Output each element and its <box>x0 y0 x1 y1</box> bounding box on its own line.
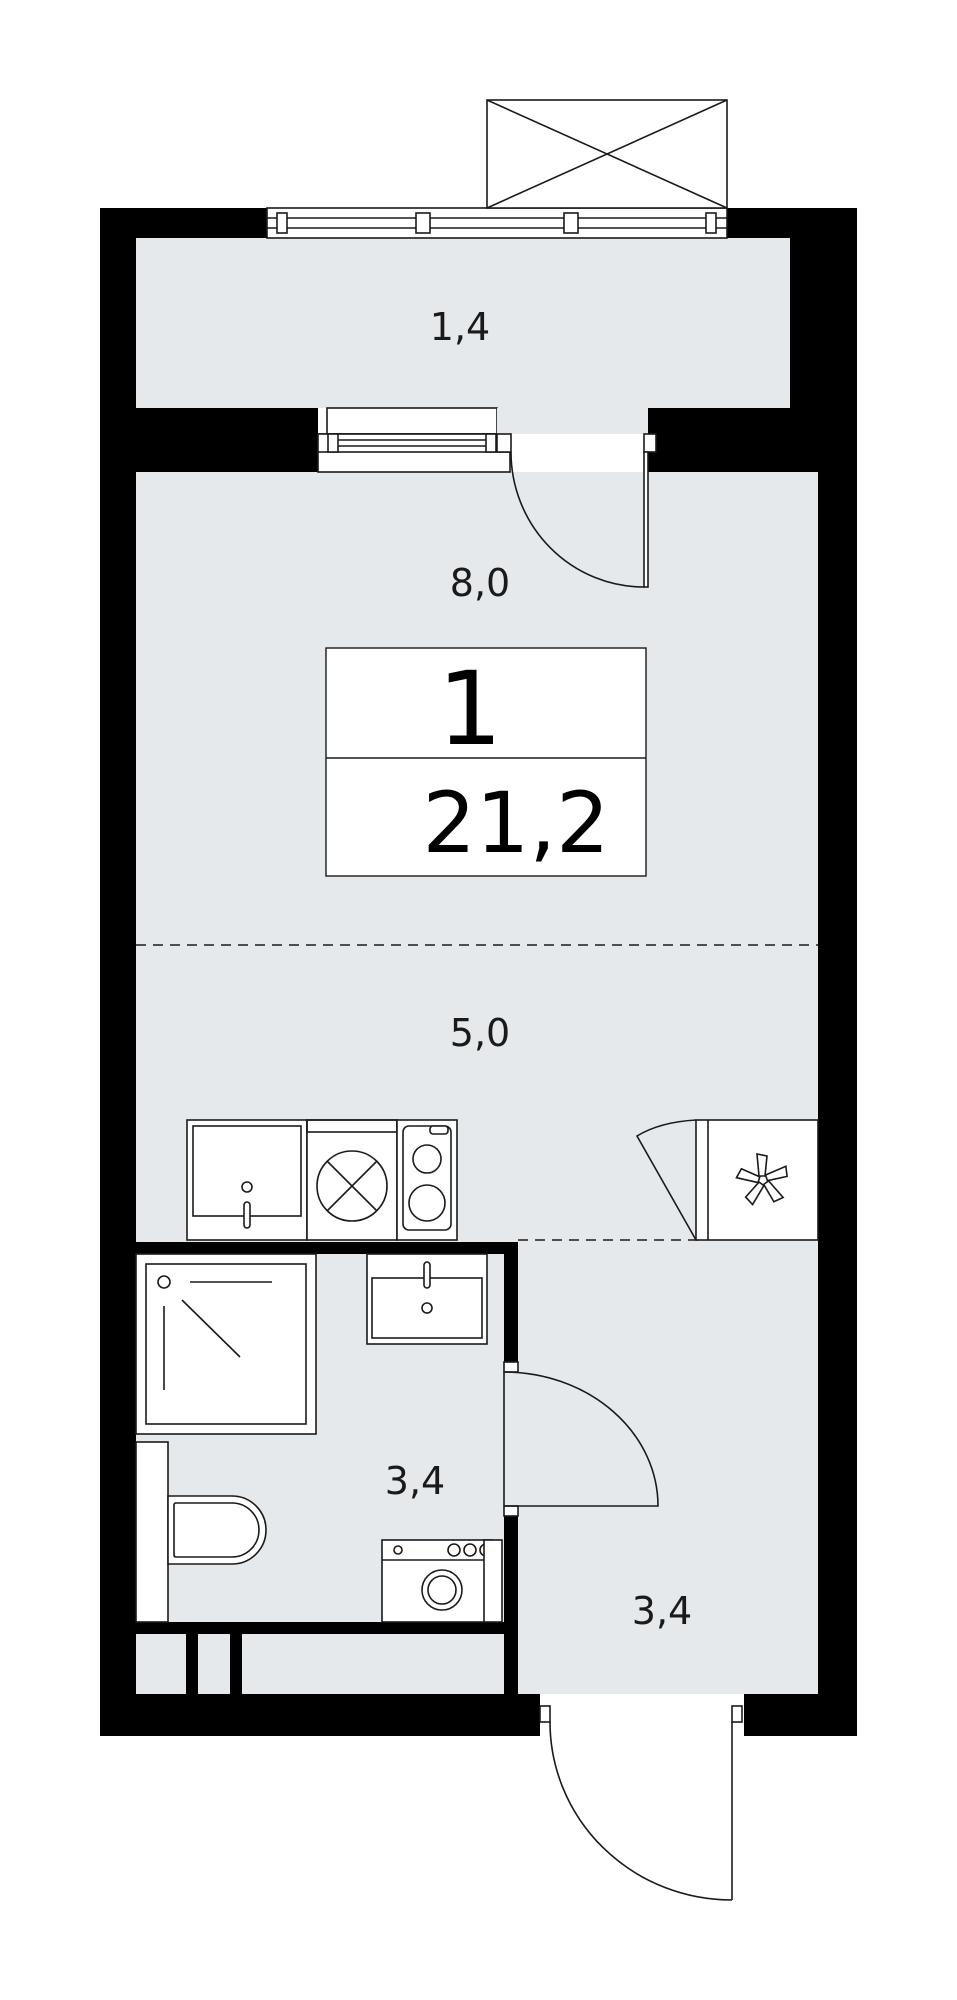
total-area: 21,2 <box>422 774 609 872</box>
door-entrance <box>539 1705 743 1901</box>
kitchen-counter <box>186 1119 458 1241</box>
wall-bottom-left <box>100 1694 540 1736</box>
wall-utility-post-1 <box>186 1634 198 1694</box>
window-room <box>317 407 511 473</box>
toilet-icon <box>167 1495 267 1565</box>
door-bathroom <box>503 1361 659 1517</box>
balcony-floor <box>134 238 790 408</box>
wall-bottom-right <box>744 1694 857 1736</box>
door-balcony <box>496 408 657 588</box>
balcony-bay <box>486 99 728 209</box>
wall-outer-right <box>818 208 857 1736</box>
toilet <box>135 1441 267 1623</box>
washing-machine <box>381 1539 503 1623</box>
wall-bathroom-right-upper <box>504 1242 518 1362</box>
wall-balcony-right-block <box>790 208 820 408</box>
wall-partition-left <box>100 408 318 472</box>
sink-icon <box>241 1181 253 1193</box>
wall-utility-post-2 <box>230 1634 242 1694</box>
ventilation-fan-icon <box>735 1153 788 1206</box>
window-icon <box>266 207 728 239</box>
window-sill-upper <box>326 407 498 435</box>
summary-box: 1 21,2 <box>325 647 647 877</box>
wall-bathroom-bottom <box>136 1622 504 1634</box>
hallway-floor <box>518 1242 818 1694</box>
window-balcony <box>266 207 728 239</box>
wall-bathroom-right-lower <box>504 1516 518 1696</box>
area-living: 8,0 <box>450 561 510 605</box>
walls <box>100 208 857 1736</box>
kitchen-vent <box>635 1119 819 1241</box>
door-swing-icon <box>510 451 645 588</box>
area-kitchen: 5,0 <box>450 1011 510 1055</box>
area-hallway: 3,4 <box>632 1589 692 1633</box>
room-count: 1 <box>438 650 503 769</box>
area-balcony: 1,4 <box>430 305 490 349</box>
wall-bathroom-top <box>136 1242 518 1254</box>
area-bathroom: 3,4 <box>385 1459 445 1503</box>
wall-partition-right <box>648 408 818 472</box>
shower <box>135 1253 317 1435</box>
bathroom-basin <box>366 1253 488 1345</box>
